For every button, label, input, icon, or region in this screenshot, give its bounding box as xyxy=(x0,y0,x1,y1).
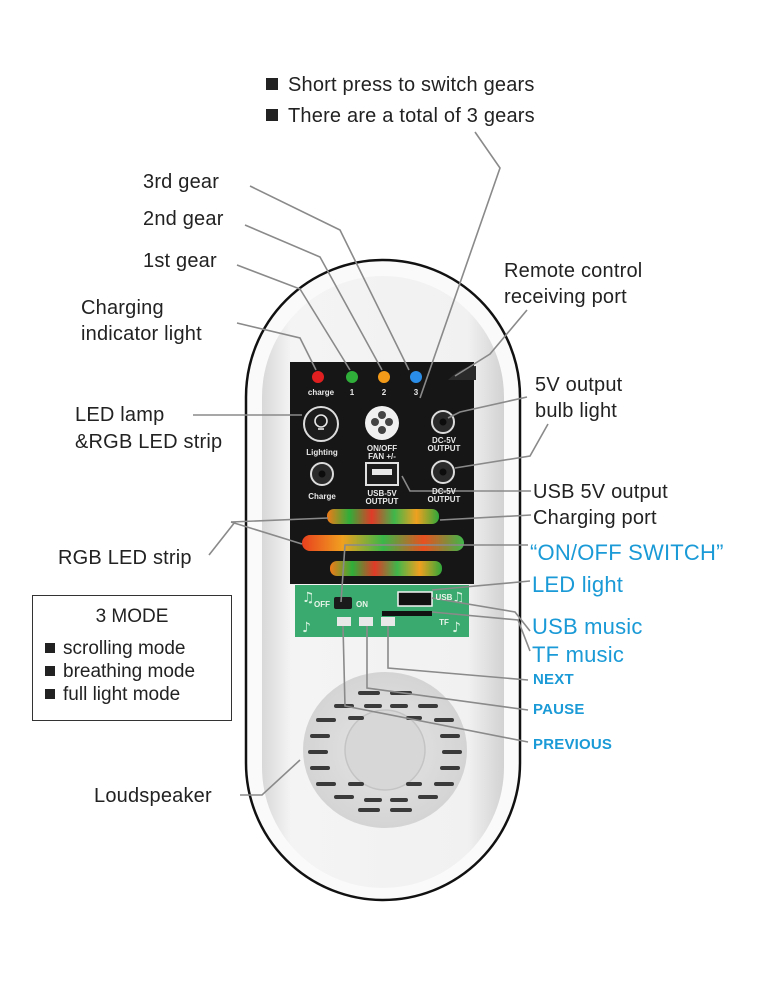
bullet-icon xyxy=(266,78,278,90)
label-remote-1: Remote control xyxy=(504,260,643,282)
rgb-strip-2 xyxy=(302,535,464,551)
panel-gear2-text: 2 xyxy=(381,388,387,397)
bullet-icon xyxy=(266,109,278,121)
remote-receiver xyxy=(448,366,476,380)
label-led-lamp-1: LED lamp xyxy=(75,404,165,426)
tf-card-slot xyxy=(382,611,432,616)
panel-gear3-text: 3 xyxy=(413,388,419,397)
label-tf-music: TF music xyxy=(532,642,625,667)
charge-led xyxy=(312,371,324,383)
callout-lines xyxy=(193,131,549,796)
label-next: NEXT xyxy=(533,671,574,688)
bullet-icon xyxy=(45,643,55,653)
label-charging-indicator-2: indicator light xyxy=(81,323,202,345)
panel-switch-on-text: ON xyxy=(356,600,368,609)
label-rgb-strip: RGB LED strip xyxy=(58,547,192,569)
panel-dc2-text-b: OUTPUT xyxy=(427,495,461,504)
panel-dc2-text-a: DC-5V xyxy=(431,487,456,496)
power-switch xyxy=(334,597,352,609)
label-charging-indicator-1: Charging xyxy=(81,297,164,319)
panel-onoff-text: ON/OFF xyxy=(366,444,398,453)
label-usb-music: USB music xyxy=(532,614,643,639)
gear2-led xyxy=(378,371,390,383)
label-usb-output: USB 5V output xyxy=(533,481,668,503)
mode-box-title: 3 MODE xyxy=(95,606,169,627)
note-short-press: Short press to switch gears xyxy=(266,73,535,97)
label-pause: PAUSE xyxy=(533,701,585,718)
panel-switch-off-text: OFF xyxy=(314,600,330,609)
panel-lighting-text: Lighting xyxy=(306,448,338,457)
label-onoff-switch: “ON/OFF SWITCH” xyxy=(530,540,724,565)
mode-box: 3 MODE scrolling mode breathing mode ful… xyxy=(32,595,232,721)
mode-item: breathing mode xyxy=(45,661,195,683)
svg-text:♪: ♪ xyxy=(452,620,461,636)
panel-charge-led-text: charge xyxy=(307,388,335,397)
panel-tf-slot-text: TF xyxy=(439,618,449,627)
bullet-icon xyxy=(45,689,55,699)
panel-usb-out-text-b: OUTPUT xyxy=(365,497,399,506)
rgb-strip-1 xyxy=(327,509,439,524)
panel-gear1-text: 1 xyxy=(349,388,355,397)
panel-dc1-text-b: OUTPUT xyxy=(427,444,461,453)
svg-text:♪: ♪ xyxy=(302,620,311,636)
label-1st-gear: 1st gear xyxy=(143,250,217,272)
label-3rd-gear: 3rd gear xyxy=(143,171,220,193)
svg-text:♫: ♫ xyxy=(302,590,315,606)
prev-button xyxy=(337,617,351,626)
mode-item: scrolling mode xyxy=(45,638,186,660)
pause-button xyxy=(359,617,373,626)
gear1-led xyxy=(346,371,358,383)
label-bulb-2: bulb light xyxy=(535,400,618,422)
label-previous: PREVIOUS xyxy=(533,736,613,753)
label-remote-2: receiving port xyxy=(504,286,627,308)
label-2nd-gear: 2nd gear xyxy=(143,208,224,230)
panel-charge-text: Charge xyxy=(308,492,336,501)
note-total-gears: There are a total of 3 gears xyxy=(266,104,535,128)
panel-dc1-text-a: DC-5V xyxy=(431,436,456,445)
label-charging-port: Charging port xyxy=(533,507,657,529)
gear3-led xyxy=(410,371,422,383)
label-led-light: LED light xyxy=(532,572,624,597)
rgb-strip-3 xyxy=(330,561,442,576)
label-led-lamp-2: &RGB LED strip xyxy=(75,431,223,453)
label-bulb-1: 5V output xyxy=(535,374,623,396)
mode-item: full light mode xyxy=(45,684,180,706)
lighting-button xyxy=(303,406,339,442)
label-loudspeaker: Loudspeaker xyxy=(94,785,212,807)
panel-usb-slot-text: USB xyxy=(435,593,453,602)
speaker-grille xyxy=(303,672,467,828)
panel-fan-text: FAN +/- xyxy=(368,452,396,461)
bullet-icon xyxy=(45,666,55,676)
usb-music-slot xyxy=(397,591,433,607)
panel-usb-out-text-a: USB-5V xyxy=(367,489,397,498)
next-button xyxy=(381,617,395,626)
